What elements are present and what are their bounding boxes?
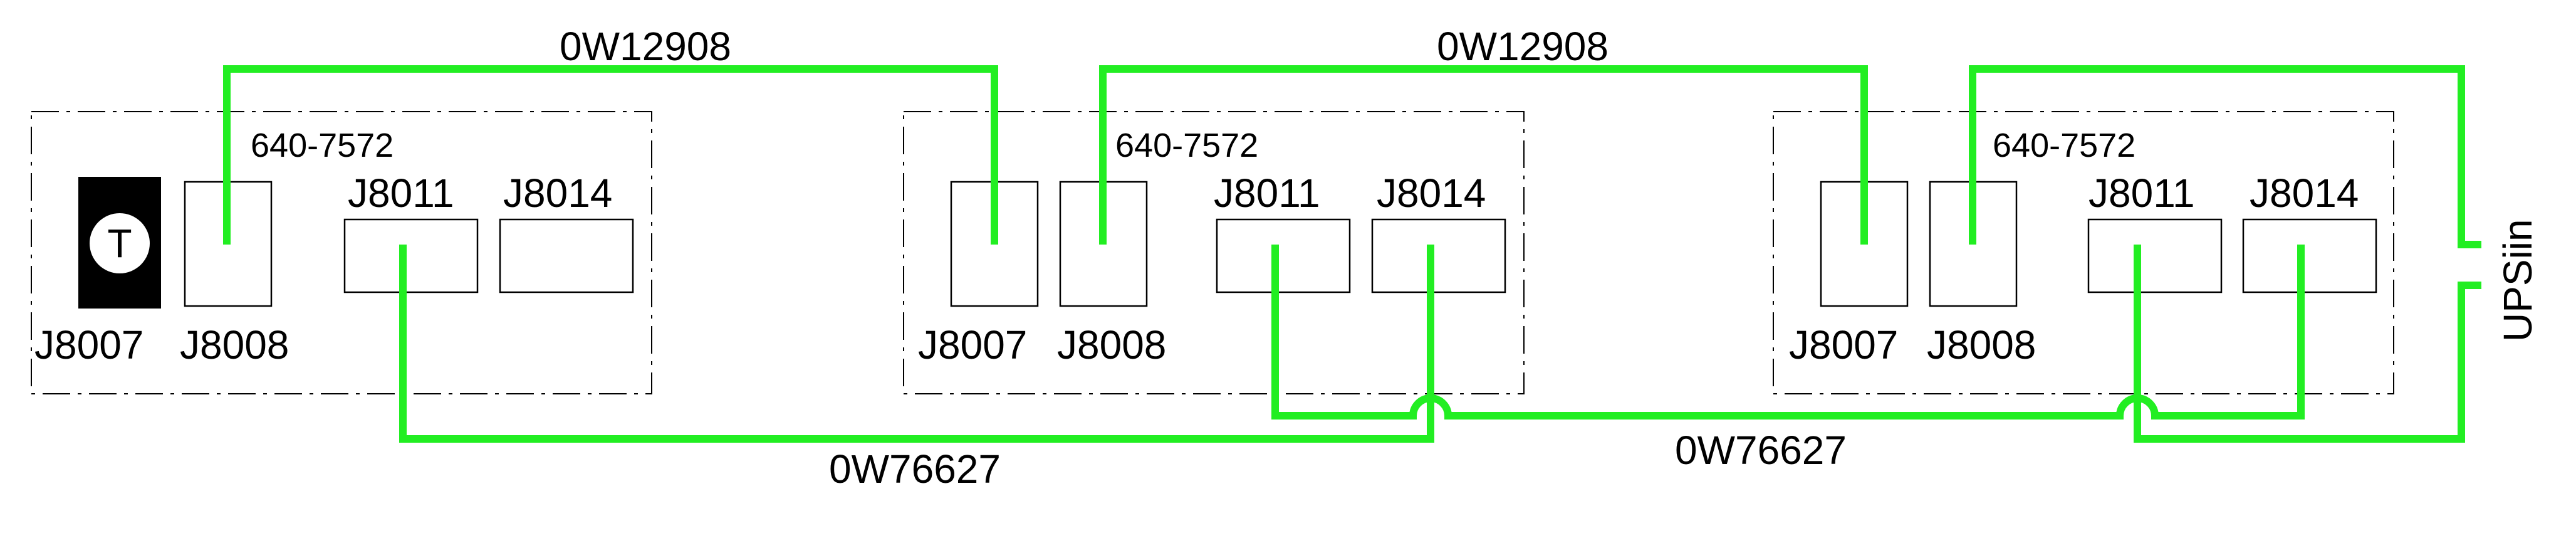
cable-routes	[223, 65, 2481, 443]
cable-ups-top	[1969, 65, 2481, 248]
module-2-j8008-label: J8008	[1057, 322, 1166, 367]
cable-ups-bottom	[2134, 245, 2481, 443]
module-1-j8008-label: J8008	[180, 322, 289, 367]
module-1-j8014-connector	[499, 218, 634, 293]
cable-bottom-1	[399, 245, 1434, 443]
module-2-outline	[903, 111, 1525, 394]
module-1-j8007-label: J8007	[34, 322, 143, 367]
module-1-outline	[31, 111, 652, 394]
module-2-j8011-connector	[1216, 218, 1351, 293]
module-3-part-number: 640-7572	[1993, 127, 2135, 164]
cable-top-2	[1099, 65, 1868, 245]
ups-in-label: UPSiin	[2495, 219, 2540, 342]
module-3-j8011-label: J8011	[2088, 171, 2195, 216]
module-3-j8014-label: J8014	[2250, 171, 2359, 216]
cable-label-bottom-1: 0W76627	[829, 446, 1001, 492]
module-1-j8014-label: J8014	[503, 171, 612, 216]
module-2-part-number: 640-7572	[1115, 127, 1258, 164]
terminator-icon: T	[90, 213, 150, 273]
cable-bottom-2	[1271, 245, 2305, 420]
module-1-j8011-label: J8011	[348, 171, 454, 216]
module-3-outline	[1773, 111, 2394, 394]
module-2-j8014-label: J8014	[1377, 171, 1486, 216]
module-1-part-number: 640-7572	[251, 127, 394, 164]
module-3-j8008-label: J8008	[1927, 322, 2036, 367]
module-3-j8014-connector	[2242, 218, 2377, 293]
module-2-j8007-label: J8007	[918, 322, 1027, 367]
module-3-j8011-connector	[2087, 218, 2223, 293]
module-3-j8007-label: J8007	[1789, 322, 1898, 367]
cable-label-top-2: 0W12908	[1437, 24, 1609, 69]
module-2-j8014-connector	[1371, 218, 1506, 293]
terminator-letter: T	[107, 221, 132, 266]
cable-label-bottom-2: 0W76627	[1675, 428, 1847, 473]
cable-label-top-1: 0W12908	[560, 24, 731, 69]
cable-top-1	[223, 65, 998, 245]
module-2-j8011-label: J8011	[1214, 171, 1320, 216]
module-1-j8011-connector	[343, 218, 479, 293]
